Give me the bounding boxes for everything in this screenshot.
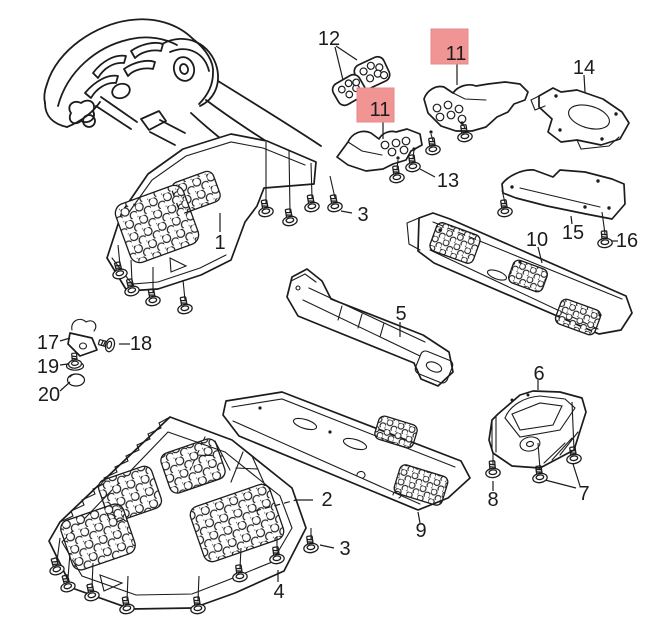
callout-20[interactable]: 20 xyxy=(38,384,60,406)
callout-18[interactable]: 18 xyxy=(130,333,152,355)
callout-3[interactable]: 3 xyxy=(339,538,350,560)
callout-1[interactable]: 1 xyxy=(214,232,225,254)
callout-11[interactable]: 11 xyxy=(370,99,391,121)
part-9-underbody-panel xyxy=(222,391,471,511)
fastener-leader-line xyxy=(197,575,200,601)
callout-12[interactable]: 12 xyxy=(318,28,340,50)
callout-8[interactable]: 8 xyxy=(487,489,498,511)
part-2-front-noise-insulation xyxy=(48,416,307,610)
fastener-leader-line xyxy=(501,189,506,204)
callout-leader-line xyxy=(417,511,421,524)
callout-10[interactable]: 10 xyxy=(526,229,548,251)
callout-leader-line xyxy=(59,337,71,342)
callout-highlight-11[interactable] xyxy=(356,87,395,123)
part-20-cap xyxy=(66,373,86,387)
part-1-noise-insulation-panel xyxy=(106,133,317,292)
callout-7[interactable]: 7 xyxy=(578,483,589,505)
fastener-leader-line xyxy=(288,149,291,213)
callout-leader-line xyxy=(59,363,69,366)
callout-4[interactable]: 4 xyxy=(273,581,284,603)
callout-13[interactable]: 13 xyxy=(437,170,459,192)
callout-highlight-11[interactable] xyxy=(430,28,469,65)
fastener-leader-line xyxy=(91,562,94,588)
callout-6[interactable]: 6 xyxy=(533,363,544,385)
callout-15[interactable]: 15 xyxy=(562,222,584,244)
callout-leader-line xyxy=(340,210,353,214)
callout-leader-line xyxy=(319,544,335,549)
fastener-leader-line xyxy=(56,537,61,562)
vehicle-underbody-sketch xyxy=(43,18,322,187)
fastener-leader-line xyxy=(67,552,71,579)
callout-leader-line xyxy=(583,74,586,93)
part-17-retainer-clip xyxy=(67,318,98,357)
part-15-side-panel xyxy=(501,169,626,220)
callout-leader-line xyxy=(572,463,581,487)
callout-11[interactable]: 11 xyxy=(446,43,467,65)
fastener-leader-line xyxy=(310,162,313,199)
callout-leader-line xyxy=(544,479,577,489)
fastener-leader-line xyxy=(537,442,541,470)
part-12-damper-pads xyxy=(331,55,391,107)
callout-leader-line xyxy=(335,45,358,61)
screw-icon xyxy=(302,193,321,214)
part-19-screw-washer xyxy=(65,352,85,371)
callout-leader-line xyxy=(419,168,436,178)
callout-16[interactable]: 16 xyxy=(616,230,638,252)
leader-lines xyxy=(56,45,618,601)
part-11-cover-left xyxy=(336,128,423,172)
callout-leader-line xyxy=(334,46,344,81)
part-14-bracket xyxy=(530,87,630,150)
part-11-cover-right xyxy=(423,81,529,134)
screw-icon xyxy=(143,287,162,308)
callout-5[interactable]: 5 xyxy=(395,303,406,325)
screw-icon xyxy=(387,164,406,185)
fastener-leader-line xyxy=(396,159,399,170)
callout-19[interactable]: 19 xyxy=(37,356,59,378)
callout-leader-line xyxy=(537,246,543,264)
callout-leader-line xyxy=(59,381,71,392)
part-18-bolt xyxy=(96,334,117,354)
screw-icon xyxy=(280,207,299,228)
callout-9[interactable]: 9 xyxy=(415,520,426,542)
callout-leader-line xyxy=(570,215,573,225)
part-10-center-panel xyxy=(406,212,633,336)
fastener-leader-line xyxy=(130,259,133,283)
callout-2[interactable]: 2 xyxy=(321,489,332,511)
callout-leader-line-dashed xyxy=(254,499,297,512)
fastener-leader-line xyxy=(412,149,415,159)
callout-14[interactable]: 14 xyxy=(573,57,595,79)
fastener-leader-line xyxy=(126,575,129,601)
part-5-center-member xyxy=(286,268,454,387)
fastener-leader-line xyxy=(601,211,606,235)
callout-17[interactable]: 17 xyxy=(37,332,59,354)
callout-3[interactable]: 3 xyxy=(357,204,368,226)
fastener-leader-line xyxy=(571,401,575,451)
part-6-cover-box xyxy=(488,390,587,469)
